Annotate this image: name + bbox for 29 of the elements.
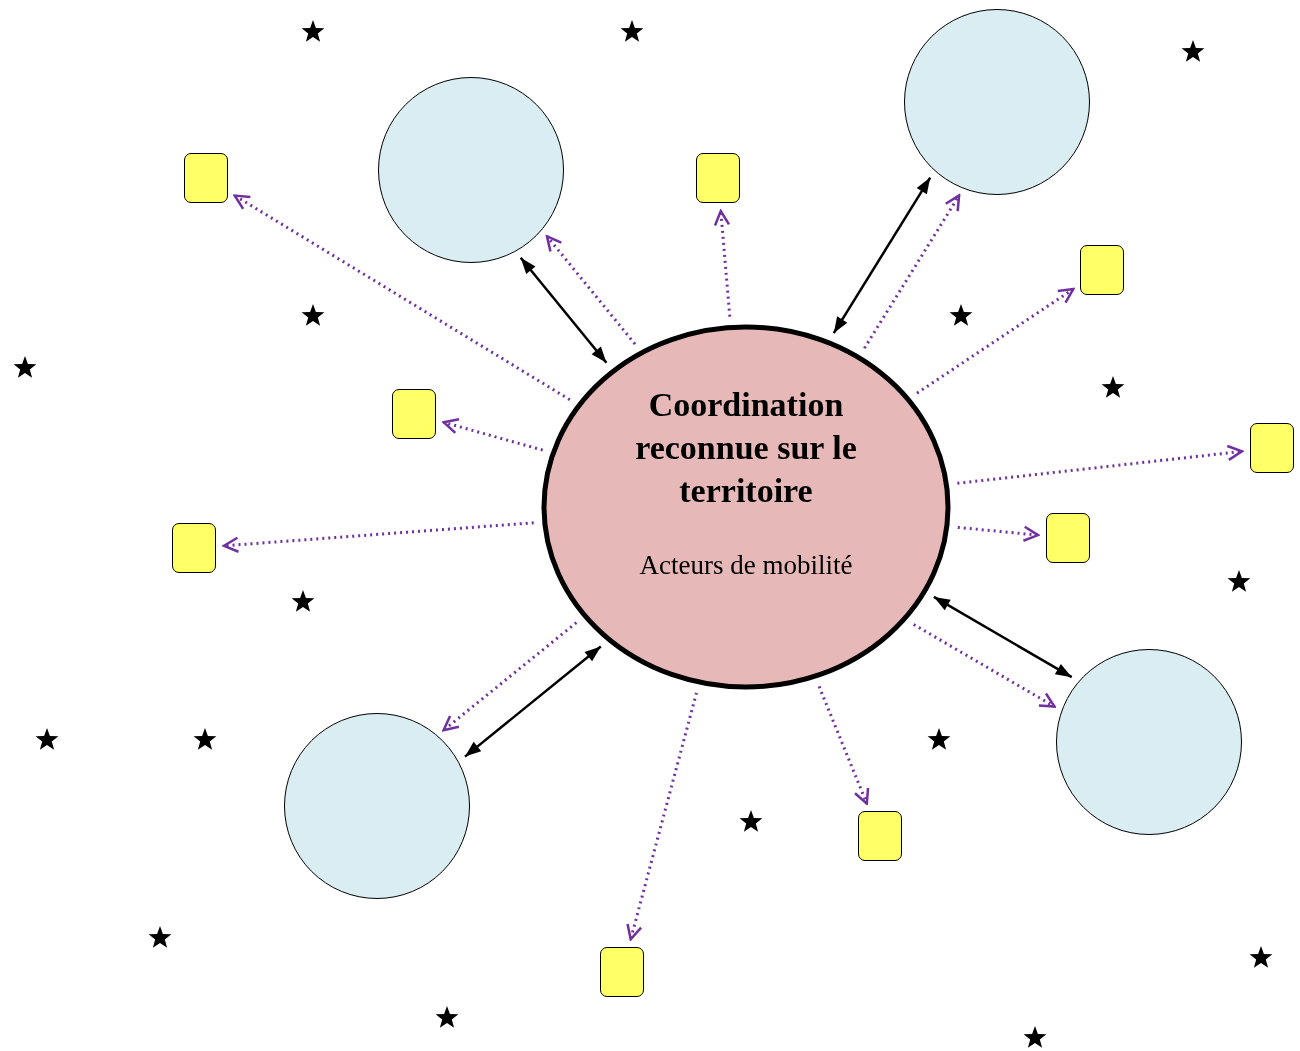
square (1046, 513, 1090, 563)
square (1080, 245, 1124, 295)
arrow (713, 209, 732, 317)
arrow (222, 521, 534, 553)
arrow (832, 176, 932, 334)
arrow (233, 194, 571, 401)
square (184, 153, 228, 203)
square (858, 811, 902, 861)
arrow (817, 685, 870, 805)
hub-circle (541, 324, 951, 690)
arrow (916, 287, 1075, 395)
arrow (957, 525, 1040, 542)
square (392, 389, 436, 439)
square (600, 947, 644, 997)
arrow (442, 621, 578, 732)
arrow (933, 595, 1073, 679)
arrow (464, 645, 602, 758)
arrow (626, 692, 698, 941)
arrow (519, 257, 608, 364)
arrow (863, 194, 961, 349)
square (696, 153, 740, 203)
arrow (442, 418, 544, 452)
arrow (545, 235, 637, 346)
arrow (912, 623, 1056, 708)
hub-subtitle: Acteurs de mobilité (639, 550, 853, 581)
square (172, 523, 216, 573)
arrow (957, 444, 1244, 485)
square (1250, 423, 1294, 473)
hub-title: Coordination reconnue sur le territoire (634, 385, 858, 511)
